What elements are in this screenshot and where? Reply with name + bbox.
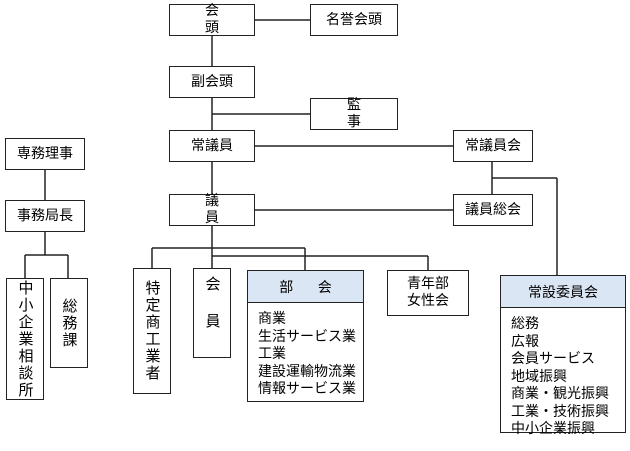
- committee-item: 総務: [511, 316, 539, 332]
- divisions-panel: 部 会 商業 生活サービス業 工業 建設運輸物流業 情報サービス業: [247, 270, 364, 402]
- members-label: 議 員: [205, 193, 235, 226]
- youth-women-box: 青年部 女性会: [387, 270, 469, 316]
- vice-chairman-box: 副会頭: [169, 66, 255, 98]
- division-item: 工業: [258, 346, 286, 362]
- general-members-box: 会員: [193, 268, 231, 358]
- honorary-chairman-label: 名誉会頭: [326, 11, 382, 28]
- chairman-box: 会 頭: [169, 3, 255, 36]
- auditor-label: 監 事: [347, 97, 377, 130]
- women-association-label: 女性会: [407, 293, 449, 309]
- committee-item: 会員サービス: [511, 351, 595, 367]
- standing-members-council-box: 常議員会: [453, 130, 533, 162]
- managing-director-box: 専務理事: [5, 138, 85, 170]
- general-assembly-label: 議員総会: [465, 201, 521, 218]
- general-affairs-section-box: 総務課: [50, 278, 88, 368]
- divisions-title: 部 会: [248, 271, 363, 303]
- members-box: 議 員: [169, 193, 255, 226]
- division-item: 情報サービス業: [258, 381, 356, 397]
- standing-members-box: 常議員: [169, 130, 255, 162]
- general-affairs-section-label: 総務課: [60, 297, 79, 349]
- chairman-label: 会 頭: [205, 3, 235, 36]
- managing-director-label: 専務理事: [17, 145, 73, 162]
- specified-commerce-label: 特定商工業者: [143, 280, 162, 382]
- general-assembly-box: 議員総会: [453, 194, 533, 226]
- sme-consultation-box: 中小企業相談所: [6, 278, 44, 400]
- vice-chairman-label: 副会頭: [191, 73, 233, 90]
- division-item: 商業: [258, 311, 286, 327]
- standing-committees-list: 総務 広報 会員サービス 地域振興 商業・観光振興 工業・技術振興 中小企業振興: [501, 308, 625, 447]
- committee-item: 商業・観光振興: [511, 386, 609, 402]
- committee-item: 中小企業振興: [511, 421, 595, 437]
- honorary-chairman-box: 名誉会頭: [310, 4, 398, 36]
- standing-members-label: 常議員: [191, 137, 233, 154]
- sme-consultation-label: 中小企業相談所: [16, 279, 35, 399]
- specified-commerce-box: 特定商工業者: [133, 268, 171, 394]
- general-members-label: 会員: [203, 276, 222, 350]
- division-item: 建設運輸物流業: [258, 363, 356, 380]
- standing-committees-panel: 常設委員会 総務 広報 会員サービス 地域振興 商業・観光振興 工業・技術振興 …: [500, 275, 626, 437]
- secretary-general-label: 事務局長: [17, 207, 73, 224]
- division-item: 生活サービス業: [258, 328, 356, 345]
- standing-members-council-label: 常議員会: [465, 137, 521, 154]
- committee-item: 広報: [511, 333, 539, 350]
- auditor-box: 監 事: [310, 97, 398, 130]
- youth-division-label: 青年部: [407, 276, 449, 293]
- committee-item: 工業・技術振興: [511, 403, 609, 420]
- divisions-list: 商業 生活サービス業 工業 建設運輸物流業 情報サービス業: [248, 303, 363, 407]
- committee-item: 地域振興: [511, 368, 567, 385]
- secretary-general-box: 事務局長: [5, 200, 85, 232]
- standing-committees-title: 常設委員会: [501, 276, 625, 308]
